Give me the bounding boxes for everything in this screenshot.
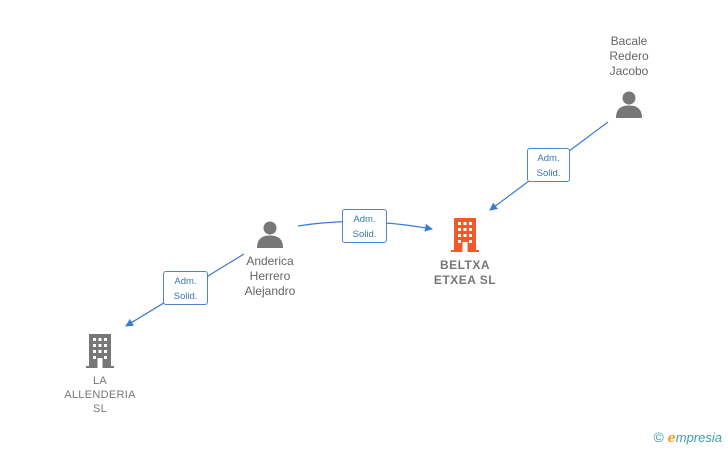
node-label-line: LA bbox=[92, 375, 108, 387]
empresia-watermark: © empresia bbox=[654, 429, 722, 446]
node-label-line: ETXEA SL bbox=[433, 273, 497, 287]
node-label-line: Alejandro bbox=[244, 284, 296, 298]
node-label-line: Anderica bbox=[246, 254, 294, 268]
edge-label-line: Solid. bbox=[536, 168, 561, 179]
person-icon bbox=[257, 221, 283, 248]
edge-label-line: Adm. bbox=[174, 276, 197, 287]
node-label-line: Jacobo bbox=[609, 64, 649, 78]
edge-label-line: Solid. bbox=[352, 229, 377, 240]
edge-label-line: Adm. bbox=[353, 214, 376, 225]
person-icon bbox=[616, 91, 642, 118]
edge-label-bacale-beltxa: Adm. Solid. bbox=[527, 148, 570, 182]
edge-label-line: Adm. bbox=[537, 153, 560, 164]
node-label-line: Bacale bbox=[610, 34, 648, 48]
node-label-line: SL bbox=[92, 403, 108, 415]
node-label-line: Herrero bbox=[249, 269, 291, 283]
brand-logo-text: mpresia bbox=[675, 430, 722, 445]
node-label-line: BELTXA bbox=[439, 258, 491, 272]
edge-label-anderica-allenderia: Adm. Solid. bbox=[163, 271, 208, 305]
node-bacale-redero-jacobo[interactable]: Bacale Redero Jacobo bbox=[589, 34, 669, 119]
building-icon bbox=[86, 334, 114, 368]
edge-label-line: Solid. bbox=[173, 291, 198, 302]
building-icon bbox=[451, 218, 479, 252]
node-anderica-herrero-alejandro[interactable]: Anderica Herrero Alejandro bbox=[229, 219, 311, 299]
brand-logo-initial: e bbox=[667, 431, 676, 446]
edge-label-anderica-beltxa: Adm. Solid. bbox=[342, 209, 387, 243]
node-label-line: Redero bbox=[609, 49, 649, 63]
node-label-line: ALLENDERIA bbox=[64, 389, 136, 401]
node-beltxa-etxea-sl[interactable]: BELTXA ETXEA SL bbox=[424, 218, 506, 288]
node-la-allenderia-sl[interactable]: LA ALLENDERIA SL bbox=[58, 334, 142, 416]
copyright-icon: © bbox=[653, 429, 664, 445]
